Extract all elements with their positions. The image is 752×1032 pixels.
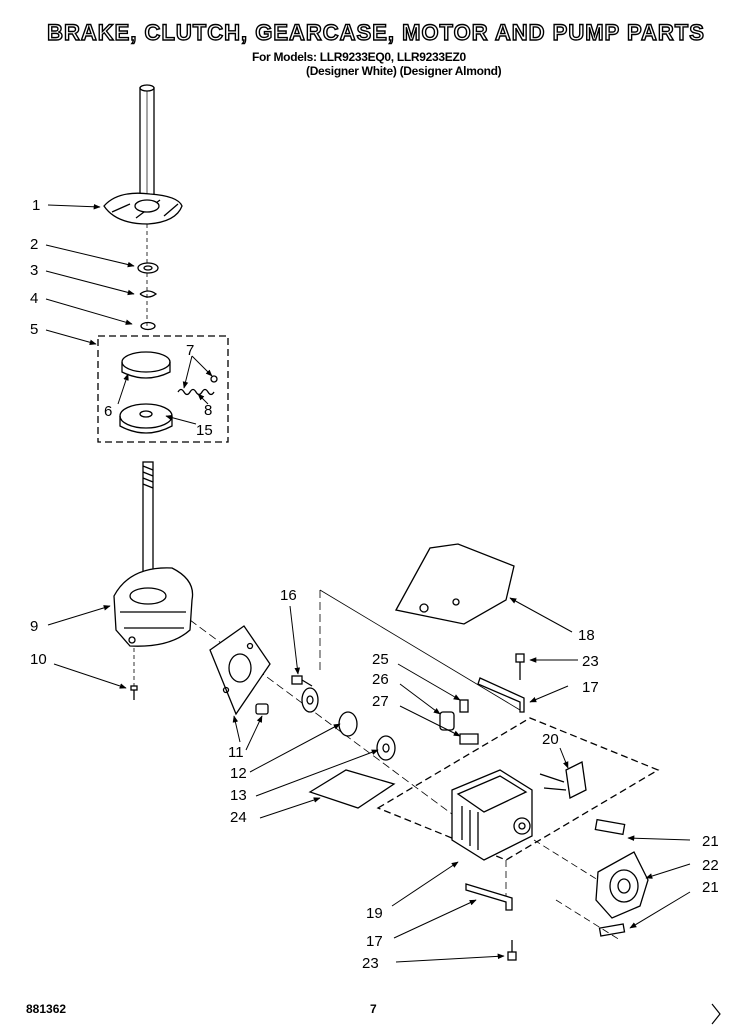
nut-part-11 — [255, 703, 269, 715]
screw-part-25 — [459, 699, 469, 713]
coupling-part-13 — [338, 711, 396, 761]
callout-26: 26 — [372, 671, 389, 688]
callout-6: 6 — [104, 403, 112, 420]
clip-part-21-lower — [598, 923, 626, 937]
colors-line: (Designer White) (Designer Almond) — [306, 64, 502, 78]
callout-1: 1 — [32, 197, 40, 214]
brake-cam-part-1 — [103, 192, 183, 330]
callout-3: 3 — [30, 262, 38, 279]
callout-19: 19 — [366, 905, 383, 922]
callout-27: 27 — [372, 693, 389, 710]
callout-24: 24 — [230, 809, 247, 826]
callout-11: 11 — [228, 744, 244, 761]
callout-labels: 1 2 3 4 5 6 7 8 15 9 10 16 11 12 13 24 1… — [30, 197, 719, 972]
callout-22: 22 — [702, 857, 719, 874]
agitator-shaft — [139, 84, 155, 201]
callout-2: 2 — [30, 236, 38, 253]
callout-20: 20 — [542, 731, 559, 748]
callout-23-lower: 23 — [362, 955, 379, 972]
footer-page-number: 7 — [370, 1002, 377, 1016]
callout-12: 12 — [230, 765, 247, 782]
page-title: BRAKE, CLUTCH, GEARCASE, MOTOR AND PUMP … — [46, 19, 705, 45]
callout-15: 15 — [196, 422, 213, 439]
pump-part-22 — [595, 851, 649, 919]
pulley-part-12 — [301, 687, 319, 713]
callout-8: 8 — [204, 402, 212, 419]
models-line: For Models: LLR9233EQ0, LLR9233EZ0 — [252, 50, 466, 64]
page-corner-mark — [711, 1003, 721, 1025]
callout-13: 13 — [230, 787, 247, 804]
screw-part-23-upper — [515, 653, 525, 680]
brake-band-part-6 — [121, 351, 171, 379]
bracket-part-17-lower — [465, 883, 513, 911]
shield-part-24 — [308, 769, 396, 809]
leader-lines — [45, 203, 691, 963]
brake-assembly-box-part-5 — [97, 335, 229, 443]
clip-part-21-upper — [594, 818, 626, 836]
ring-part-4 — [140, 321, 156, 331]
callout-17-lower: 17 — [366, 933, 383, 950]
spring-part-8 — [177, 375, 218, 396]
callout-21-upper: 21 — [702, 833, 719, 850]
callout-9: 9 — [30, 618, 38, 635]
callout-23-upper: 23 — [582, 653, 599, 670]
screw-part-10 — [130, 685, 138, 700]
screw-part-16 — [291, 675, 313, 687]
bracket-part-17-upper — [477, 677, 525, 713]
callout-10: 10 — [30, 651, 47, 668]
switch-part-20 — [539, 761, 587, 799]
lower-shaft — [142, 461, 154, 581]
gearcase-part-9 — [113, 567, 194, 686]
clip-part-27 — [459, 733, 479, 745]
retaining-ring-part-3 — [139, 290, 158, 298]
callout-18: 18 — [578, 627, 595, 644]
motor-box — [376, 717, 660, 861]
screw-part-23-lower — [507, 940, 517, 961]
callout-16: 16 — [280, 587, 297, 604]
callout-5: 5 — [30, 321, 38, 338]
callout-4: 4 — [30, 290, 38, 307]
washer-part-2 — [137, 262, 159, 274]
footer-code: 881362 — [26, 1002, 67, 1016]
callout-17-upper: 17 — [582, 679, 599, 696]
gearcase-cover — [209, 625, 271, 716]
pump-shield-part-18 — [395, 543, 515, 625]
motor-part-19 — [451, 769, 533, 861]
callout-21-lower: 21 — [702, 879, 719, 896]
callout-7: 7 — [186, 342, 194, 359]
brake-rotor-part-15 — [119, 403, 173, 434]
callout-25: 25 — [372, 651, 389, 668]
